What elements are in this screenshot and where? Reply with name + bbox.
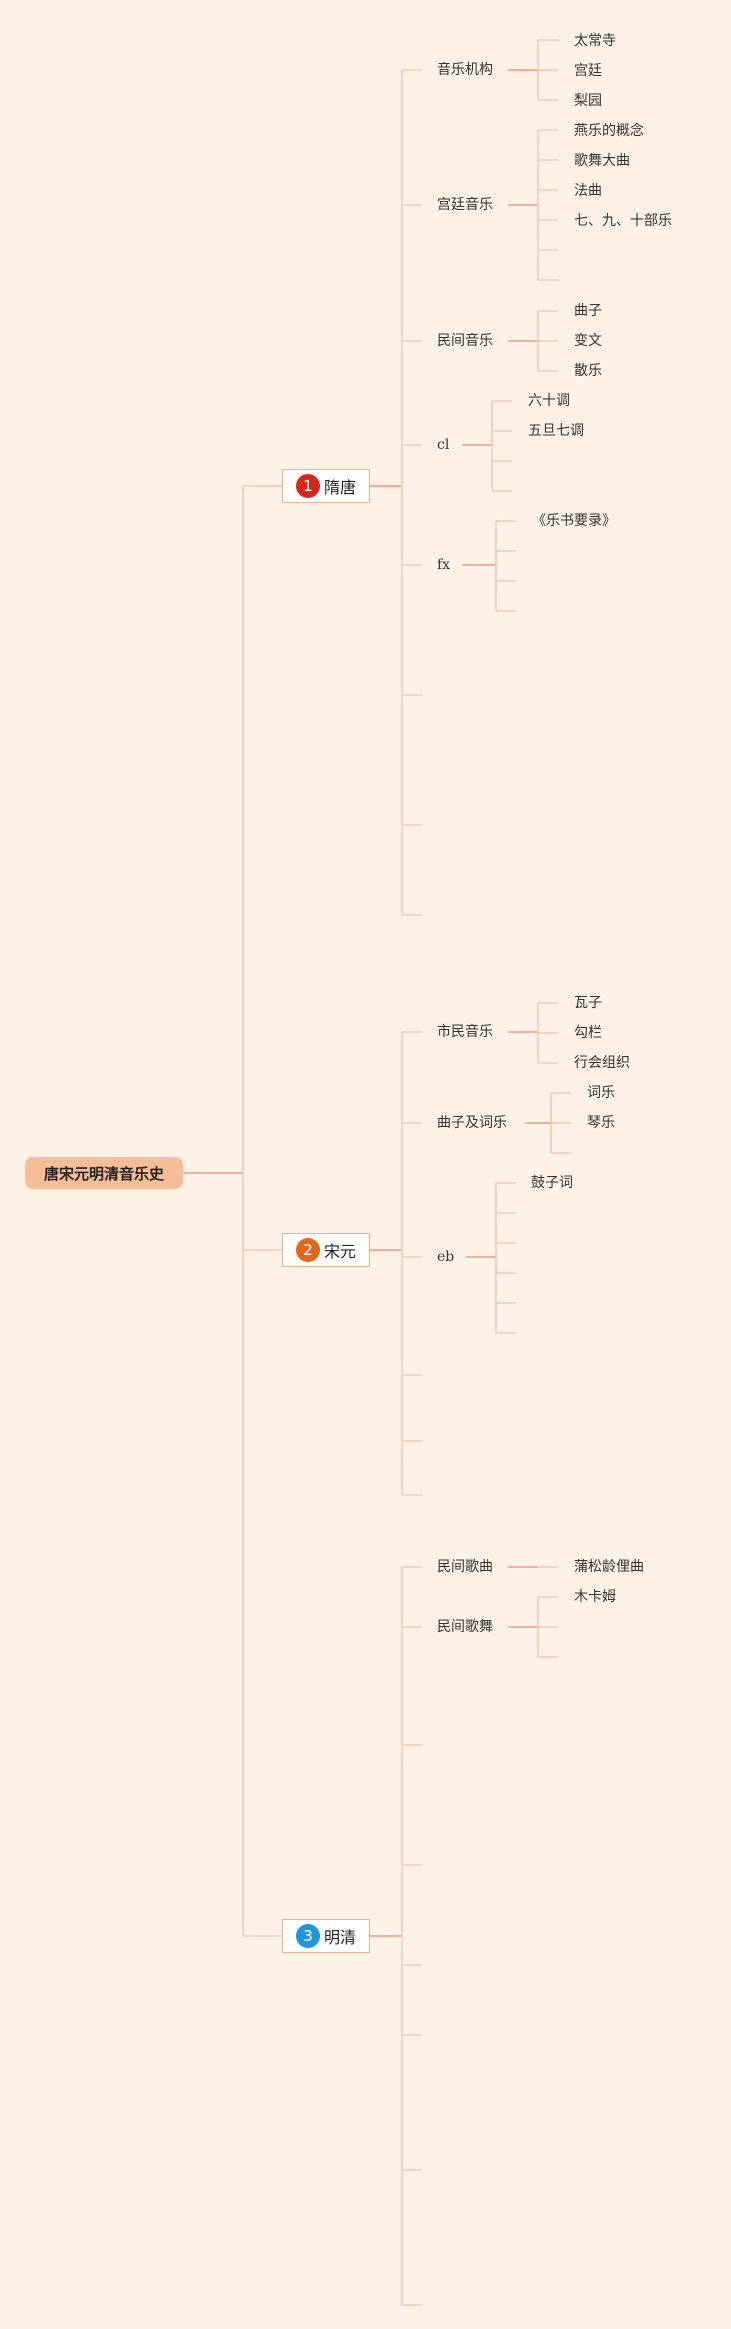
leaf-node[interactable]: 太常寺: [574, 33, 616, 49]
era-node-sui-tang[interactable]: 1 隋唐: [282, 469, 370, 503]
leaf-node[interactable]: 词乐: [587, 1085, 615, 1101]
era-number-badge: 3: [295, 1924, 320, 1948]
leaf-node[interactable]: 七、九、十部乐: [574, 213, 672, 229]
era-node-song-yuan[interactable]: 2 宋元: [282, 1233, 370, 1267]
leaf-node[interactable]: 琴乐: [587, 1115, 615, 1131]
branch-cl[interactable]: cl: [437, 437, 450, 453]
branch-institutions[interactable]: 音乐机构: [437, 62, 493, 78]
leaf-node[interactable]: 歌舞大曲: [574, 153, 630, 169]
era-label: 明清: [323, 1928, 356, 1947]
leaf-node[interactable]: 五旦七调: [528, 423, 584, 439]
leaf-node[interactable]: 《乐书要录》: [532, 513, 616, 529]
branch-folk-music[interactable]: 民间音乐: [437, 333, 493, 349]
era-number-badge: 2: [295, 1238, 320, 1262]
leaf-node[interactable]: 法曲: [574, 183, 602, 199]
branch-folk-dance[interactable]: 民间歌舞: [437, 1619, 493, 1635]
leaf-node[interactable]: 行会组织: [574, 1055, 630, 1071]
branch-quzi-ci[interactable]: 曲子及词乐: [437, 1115, 507, 1131]
era-label: 隋唐: [323, 478, 356, 497]
branch-citizen-music[interactable]: 市民音乐: [437, 1024, 493, 1040]
era-label: 宋元: [323, 1242, 356, 1261]
leaf-node[interactable]: 燕乐的概念: [574, 123, 644, 139]
root-node-label: 唐宋元明清音乐史: [43, 1164, 164, 1183]
leaf-node[interactable]: 蒲松龄俚曲: [574, 1559, 644, 1575]
era-number-badge: 1: [295, 474, 320, 498]
branch-fx[interactable]: fx: [437, 557, 451, 573]
leaf-node[interactable]: 散乐: [574, 363, 602, 379]
leaf-node[interactable]: 变文: [574, 333, 602, 349]
leaf-node[interactable]: 梨园: [574, 93, 602, 109]
leaf-node[interactable]: 曲子: [574, 303, 602, 319]
root-node[interactable]: 唐宋元明清音乐史: [25, 1157, 183, 1189]
leaf-node[interactable]: 六十调: [528, 393, 570, 409]
branch-court-music[interactable]: 宫廷音乐: [437, 197, 493, 213]
branch-folk-songs[interactable]: 民间歌曲: [437, 1559, 493, 1575]
era-node-ming-qing[interactable]: 3 明清: [282, 1919, 370, 1953]
leaf-node[interactable]: 瓦子: [574, 995, 602, 1011]
branch-eb[interactable]: eb: [437, 1249, 455, 1265]
leaf-node[interactable]: 鼓子词: [531, 1175, 573, 1191]
leaf-node[interactable]: 木卡姆: [574, 1589, 616, 1605]
leaf-node[interactable]: 宫廷: [574, 63, 602, 79]
leaf-node[interactable]: 勾栏: [574, 1025, 602, 1041]
